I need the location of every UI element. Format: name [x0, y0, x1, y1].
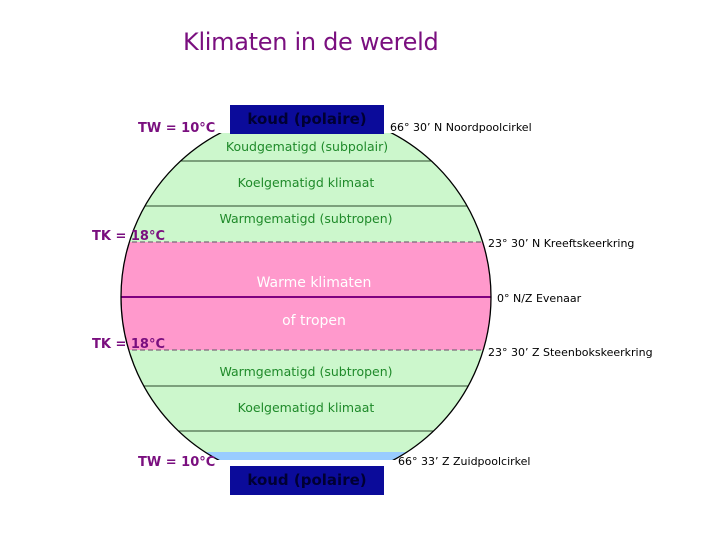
north-polar-box: koud (polaire) — [230, 105, 384, 134]
north-polar-temp-label: TW = 10°C — [138, 121, 216, 136]
south-polar-strip — [121, 452, 491, 460]
south-cool-temperate-label: Koelgematigd klimaat — [237, 400, 375, 415]
south-subtropic-label: Warmgematigd (subtropen) — [219, 364, 393, 379]
north-subtropic-label: Warmgematigd (subtropen) — [219, 211, 393, 226]
south-polar-temp-label: TW = 10°C — [138, 455, 216, 470]
globe-outline — [120, 133, 492, 460]
tropics-label-line1: Warme klimaten — [256, 275, 372, 291]
north-polar-label: koud (polaire) — [247, 110, 367, 128]
tropics-label-line2: of tropen — [282, 313, 346, 329]
north-cool-temperate-label: Koelgematigd klimaat — [237, 175, 375, 190]
antarctic-circle-label: 66° 33’ Z Zuidpoolcirkel — [398, 455, 531, 468]
north-subpolar-label: Koudgematigd (subpolair) — [225, 139, 389, 154]
south-polar-box: koud (polaire) — [230, 466, 384, 495]
tropic-of-cancer-label: 23° 30’ N Kreeftskeerkring — [488, 237, 635, 250]
south-tropic-temp-label: TK = 18°C — [92, 337, 166, 352]
south-polar-label: koud (polaire) — [247, 471, 367, 489]
arctic-circle-label: 66° 30’ N Noordpoolcirkel — [390, 121, 532, 134]
tropic-of-capricorn-label: 23° 30’ Z Steenbokskeerkring — [488, 346, 653, 359]
north-tropic-temp-label: TK = 18°C — [92, 229, 166, 244]
equator-label: 0° N/Z Evenaar — [497, 292, 582, 305]
page-title: Klimaten in de wereld — [183, 28, 439, 56]
